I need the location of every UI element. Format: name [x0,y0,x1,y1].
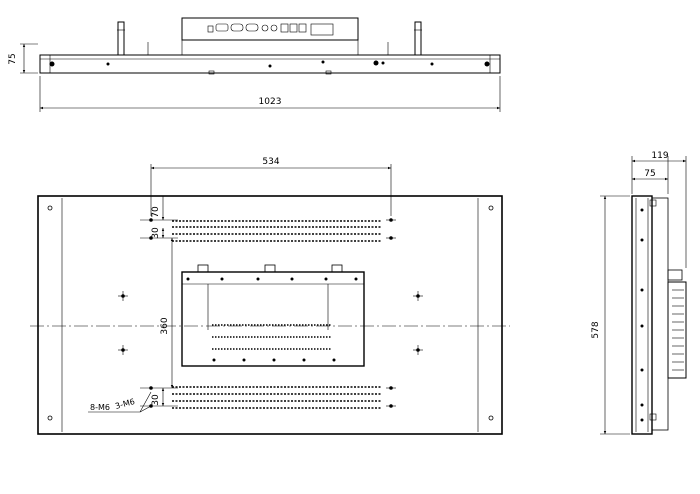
top-view-dimensions [20,43,501,112]
top-view-holes [49,60,490,68]
note-hole-spec-3m6: 3-M6 [114,397,136,411]
top-view [39,17,501,75]
top-post-left [117,21,125,56]
side-view-dimensions [600,156,687,435]
vesa-mounting-holes [121,218,420,408]
dim-vesa-width: 534 [262,157,279,167]
side-view [631,195,687,435]
connector-port [245,23,259,32]
connector-port [207,25,214,33]
vent-slots-bottom [172,386,382,409]
rear-view-frame [37,195,503,435]
control-panel [181,271,365,367]
connector-port [270,24,278,32]
rear-view-dimensions [88,164,392,413]
dim-side-height: 578 [591,321,601,338]
hole-crosshairs [118,219,423,407]
top-post-right [414,21,422,56]
connector-port [261,24,269,32]
dim-spacing-30-upper: 30 [151,227,161,239]
dim-spacing-70: 70 [151,206,161,218]
dim-side-total-depth: 119 [651,151,668,161]
connector-port [280,23,289,33]
control-box [181,17,359,41]
connector-port [230,23,244,32]
rear-view [30,195,510,435]
dim-top-height: 75 [8,53,18,64]
vent-slots-top [172,220,382,242]
note-hole-spec-8m6: 8-M6 [90,403,110,412]
connector-port [215,23,229,32]
dim-spacing-30-lower: 30 [151,394,161,406]
side-view-body [631,195,653,435]
connector-port [298,23,307,33]
connector-port [310,23,334,36]
dim-center-height: 360 [160,317,170,334]
panel-holes [186,277,358,362]
dim-side-depth: 75 [644,169,655,179]
dim-top-width: 1023 [259,97,282,107]
side-bracket [667,281,687,379]
side-view-holes [640,208,644,422]
connector-port [289,23,298,33]
